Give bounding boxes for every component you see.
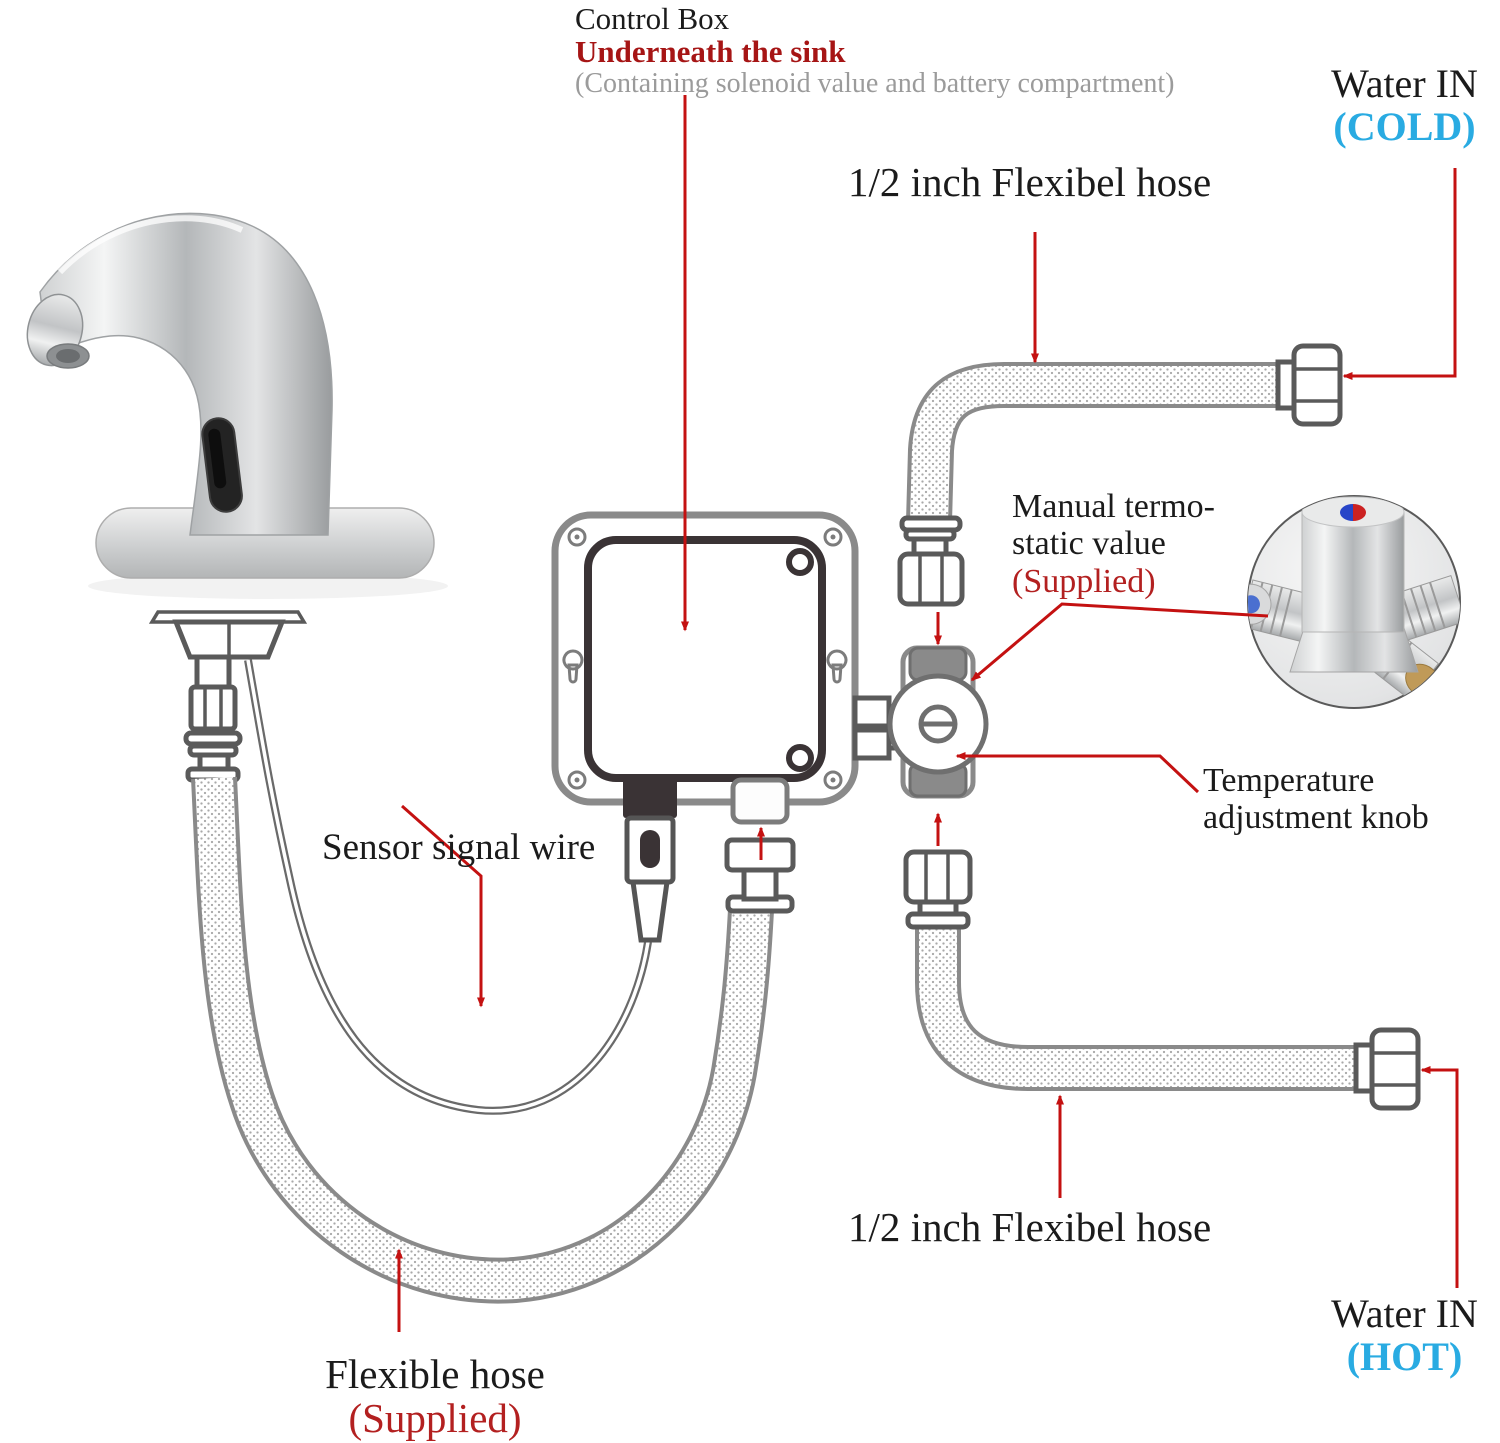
cold-hose-valve-fitting — [897, 515, 965, 607]
faucet-body — [39, 212, 333, 536]
hex-nut — [897, 551, 965, 607]
lid-screw-icon — [786, 548, 814, 576]
faucet-highlight — [57, 215, 244, 275]
control-box — [551, 511, 908, 943]
leader-valve-photo — [970, 602, 1269, 682]
control-box-lid — [584, 536, 826, 782]
leader-temp-knob — [955, 752, 1200, 794]
cold-inlet-nut — [1275, 343, 1343, 427]
water-in-hot-label: Water IN (HOT) — [1312, 1291, 1497, 1380]
temp-knob-line2: adjustment knob — [1203, 799, 1429, 837]
water-in-cold-line1: Water IN — [1331, 61, 1478, 106]
faucet-shadow — [88, 573, 448, 599]
lid-screw-icon — [786, 744, 814, 772]
box-valve-coupler — [852, 727, 892, 761]
sensor-wire-label: Sensor signal wire — [322, 827, 596, 868]
sensor-socket — [623, 778, 677, 818]
hex-nut — [1369, 1027, 1421, 1111]
hot-water-hose — [903, 849, 1421, 1111]
flexible-hose-supplied: (Supplied) — [348, 1395, 522, 1442]
control-box-subtitle: Underneath the sink — [575, 34, 846, 70]
water-in-cold-line2: (COLD) — [1333, 104, 1476, 150]
manual-valve-line2: static value — [1012, 525, 1166, 563]
photo-valve-body — [1289, 627, 1419, 673]
hose-neck — [741, 865, 779, 902]
hose-ring — [183, 730, 243, 747]
hex-nut — [903, 849, 973, 905]
hot-hose-valve-fitting — [903, 849, 973, 930]
control-box-note: (Containing solenoid value and battery c… — [575, 67, 1175, 99]
photo-knob-cylinder — [1301, 511, 1405, 633]
shank-nut — [188, 684, 238, 732]
annotation-arrows — [395, 95, 1459, 1332]
arrow-hot-inlet — [1420, 1066, 1459, 1288]
hot-inlet-nut — [1353, 1027, 1421, 1111]
flexible-hose-line1: Flexible hose — [325, 1351, 545, 1397]
faucet-shank — [194, 654, 232, 690]
faucet-supply-hose — [191, 776, 774, 1304]
hose-bottom-label: 1/2 inch Flexibel hose — [848, 1204, 1212, 1250]
sensor-plug-slot — [640, 830, 660, 868]
control-box-label: Control Box Underneath the sink (Contain… — [575, 2, 1175, 99]
water-in-hot-line1: Water IN — [1331, 1291, 1478, 1336]
valve-photo-inset — [1247, 495, 1461, 709]
photo-cold-dot — [1340, 504, 1353, 521]
keyhole-mount-icon — [562, 649, 848, 684]
corner-screw-icon — [567, 527, 843, 790]
water-in-hot-line2: (HOT) — [1346, 1334, 1463, 1380]
manual-valve-label: Manual termo- static value (Supplied) — [1012, 488, 1215, 600]
hose-inlet-port — [730, 777, 790, 825]
hose-collar — [905, 911, 971, 930]
leader-sensor-wire — [401, 804, 485, 1008]
photo-hot-dot — [1353, 504, 1366, 521]
box-valve-coupler — [852, 695, 892, 729]
sensor-window — [201, 417, 243, 513]
temp-knob-label: Temperature adjustment knob — [1203, 762, 1429, 837]
manual-valve-line1: Manual termo- — [1012, 488, 1215, 525]
cold-water-hose — [897, 343, 1343, 607]
sensor-faucet-photo — [26, 212, 448, 599]
photo-right-port — [1391, 574, 1460, 642]
flexible-hose-label: Flexible hose (Supplied) — [300, 1352, 570, 1441]
hex-nut — [1291, 343, 1343, 427]
sensor-signal-wire — [244, 659, 652, 1115]
photo-left-port — [1248, 579, 1318, 644]
sensor-plug-tip — [630, 879, 670, 943]
hose-top-label: 1/2 inch Flexibel hose — [848, 159, 1212, 205]
arrow-cold-inlet — [1342, 168, 1457, 380]
aerator-hole — [56, 349, 80, 363]
control-box-title: Control Box — [575, 1, 730, 36]
water-in-cold-label: Water IN (COLD) — [1312, 61, 1497, 150]
temp-knob-line1: Temperature — [1203, 762, 1375, 799]
faucet-underside-line-art — [148, 610, 308, 783]
manual-valve-supplied: (Supplied) — [1012, 562, 1156, 600]
thermostatic-valve — [887, 645, 989, 799]
